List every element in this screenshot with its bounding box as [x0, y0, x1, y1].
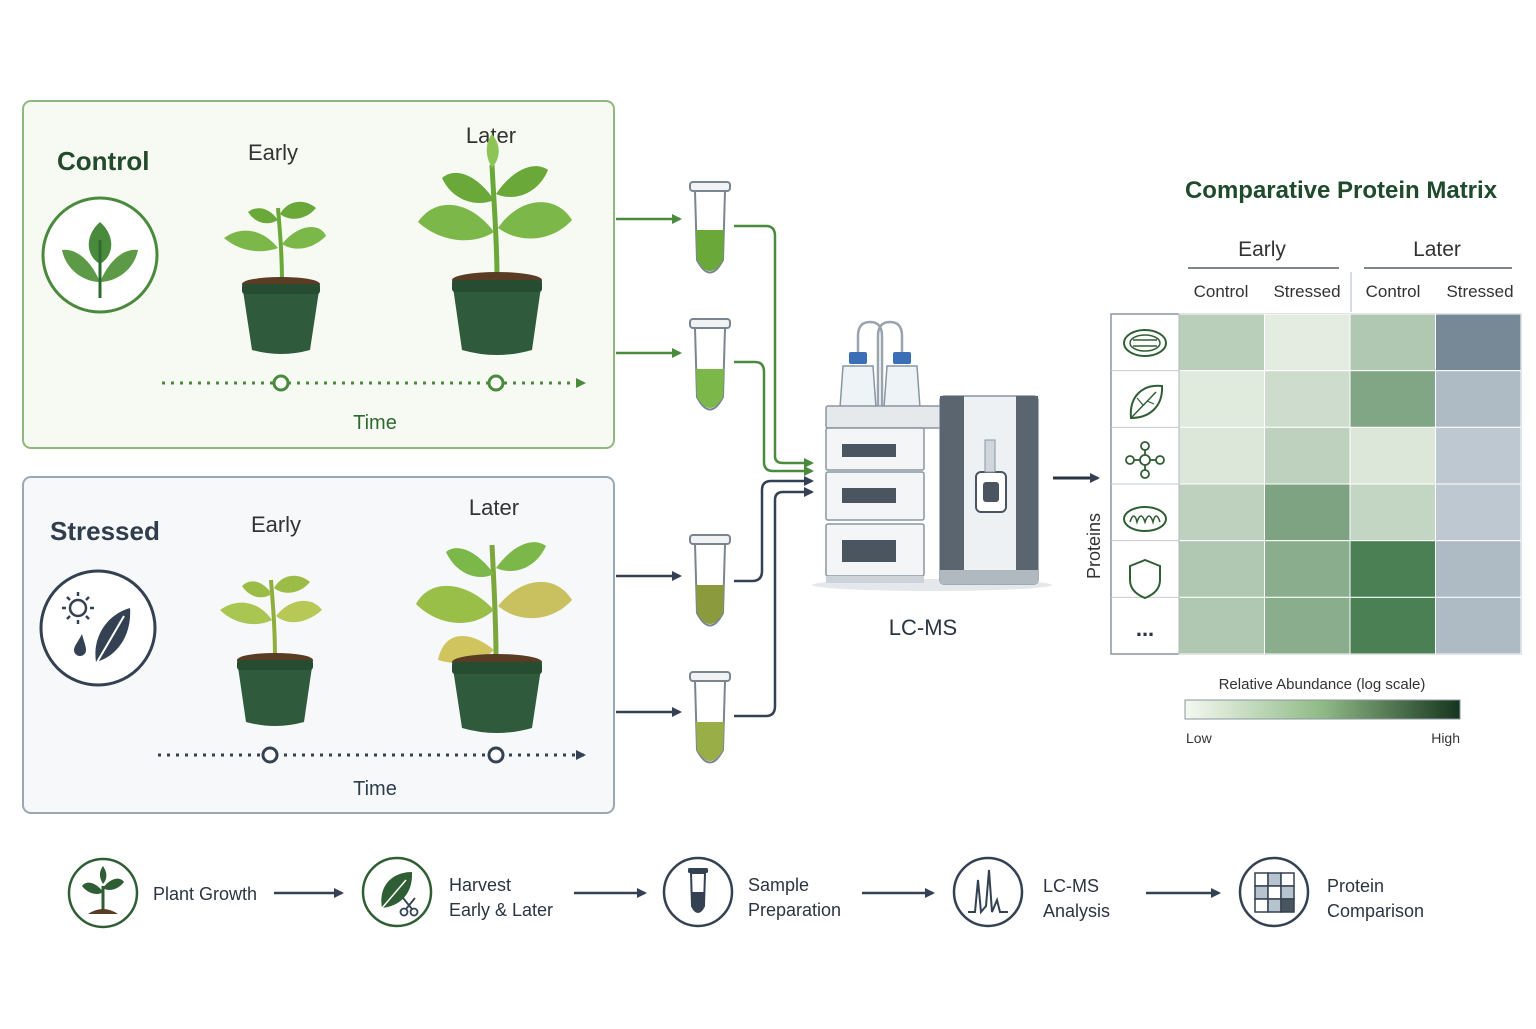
matrix-cell — [1264, 596, 1351, 655]
matrix-cell — [1178, 596, 1265, 655]
workflow-step-label: Early & Later — [449, 900, 553, 920]
matrix-cell — [1349, 370, 1436, 428]
sample-tubes — [689, 181, 731, 764]
control-early-label: Early — [248, 140, 298, 165]
workflow-strip: Plant Growth Harvest Early & Later — [67, 856, 1424, 929]
workflow-step-lcms: LC-MS Analysis — [952, 856, 1110, 928]
stressed-badge-icon — [39, 569, 157, 687]
tube-icon — [688, 868, 708, 913]
stressed-time-label: Time — [353, 778, 397, 800]
matrix-cell — [1435, 596, 1522, 655]
control-title: Control — [57, 146, 149, 176]
workflow-step-label: Comparison — [1327, 901, 1424, 921]
mitochondrion-icon — [1123, 506, 1167, 532]
control-time-label: Time — [353, 412, 397, 434]
stressed-title: Stressed — [50, 516, 160, 546]
matrix-cell — [1264, 313, 1351, 372]
workflow-step-harvest: Harvest Early & Later — [361, 856, 553, 928]
matrix-cell — [1264, 483, 1351, 542]
lcms-instrument-icon — [812, 320, 1052, 591]
stressed-later-label: Later — [469, 495, 519, 520]
workflow-step-label: Protein — [1327, 876, 1384, 896]
matrix-cell — [1435, 426, 1522, 485]
workflow-step-label: Sample — [748, 875, 809, 895]
column-header: Stressed — [1446, 282, 1513, 301]
workflow-step-label: Harvest — [449, 875, 511, 895]
legend-title: Relative Abundance (log scale) — [1219, 676, 1426, 693]
stressed-later-plant-icon — [416, 542, 572, 733]
spectrum-icon — [968, 869, 1008, 915]
matrix-cell — [1435, 370, 1522, 428]
matrix-cell — [1435, 313, 1522, 372]
column-header: Stressed — [1273, 282, 1340, 301]
sample-arrows — [616, 214, 814, 718]
leaf-icon — [1129, 384, 1164, 420]
column-header: Control — [1194, 282, 1249, 301]
lcms-label: LC-MS — [889, 615, 957, 640]
chloroplast-icon — [1123, 329, 1167, 357]
matrix-cell — [1435, 483, 1522, 542]
legend-high: High — [1431, 730, 1460, 746]
tube-icon — [689, 181, 731, 274]
grid-icon — [1254, 872, 1295, 913]
workflow-step-protein-comparison: Protein Comparison — [1238, 856, 1424, 928]
seedling-icon — [82, 866, 124, 914]
protein-matrix: Comparative Protein Matrix Early Later C… — [1084, 177, 1522, 655]
matrix-cells — [1111, 313, 1522, 655]
network-icon — [1125, 441, 1165, 479]
matrix-cell — [1349, 540, 1436, 598]
matrix-title: Comparative Protein Matrix — [1185, 177, 1498, 204]
matrix-cell — [1178, 483, 1265, 542]
matrix-cell — [1264, 540, 1351, 598]
matrix-cell — [1349, 426, 1436, 485]
stressed-early-plant-icon — [220, 575, 322, 726]
shield-icon — [1129, 558, 1161, 600]
matrix-cell — [1435, 540, 1522, 598]
tube-icon — [689, 534, 731, 627]
matrix-cell — [1178, 426, 1265, 485]
group-header-early: Early — [1238, 238, 1286, 261]
matrix-cell — [1178, 313, 1265, 372]
workflow-step-sample-prep: Sample Preparation — [662, 856, 841, 928]
stressed-panel: Stressed Early Later — [22, 476, 615, 814]
matrix-cell — [1264, 370, 1351, 428]
workflow-step-label: LC-MS — [1043, 876, 1099, 896]
matrix-cell — [1349, 313, 1436, 372]
tube-icon — [689, 671, 731, 764]
matrix-cell — [1349, 596, 1436, 655]
matrix-cell — [1178, 370, 1265, 428]
stressed-early-label: Early — [251, 512, 301, 537]
abundance-legend: Relative Abundance (log scale) Low High — [1184, 676, 1461, 746]
control-later-plant-icon — [418, 134, 572, 355]
control-timeline — [162, 374, 586, 392]
legend-gradient-bar — [1184, 699, 1461, 720]
control-panel: Control Early Later — [22, 100, 615, 449]
group-header-later: Later — [1413, 238, 1461, 261]
workflow-step-plant-growth: Plant Growth — [67, 857, 257, 929]
matrix-cell — [1178, 540, 1265, 598]
workflow-step-label: Analysis — [1043, 901, 1110, 921]
column-header: Control — [1366, 282, 1421, 301]
stressed-timeline — [158, 746, 586, 764]
row-axis-label: Proteins — [1084, 513, 1104, 579]
control-badge-icon — [41, 196, 159, 314]
matrix-cell — [1264, 426, 1351, 485]
more-icon: ... — [1136, 616, 1154, 641]
tube-icon — [689, 318, 731, 411]
workflow-step-label: Plant Growth — [153, 884, 257, 904]
control-early-plant-icon — [224, 201, 326, 354]
legend-low: Low — [1186, 730, 1213, 746]
harvest-icon — [381, 872, 419, 917]
workflow-step-label: Preparation — [748, 900, 841, 920]
matrix-cell — [1349, 483, 1436, 542]
